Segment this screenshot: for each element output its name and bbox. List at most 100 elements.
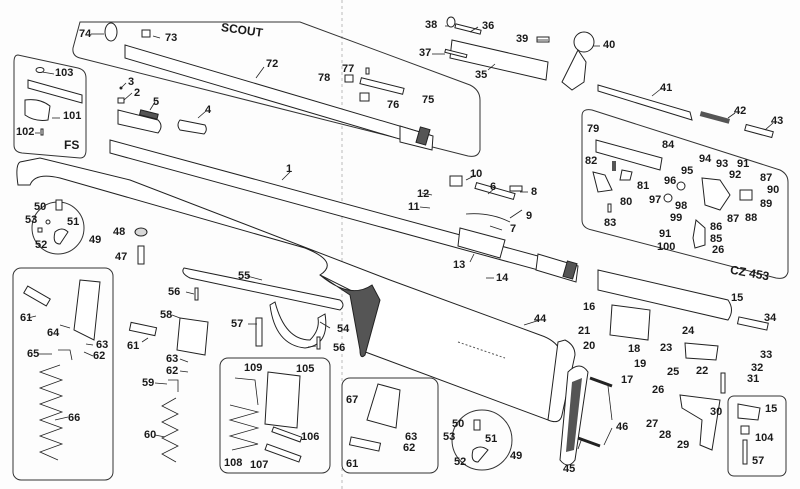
part-5-shape [117, 109, 162, 134]
part-2-shape [117, 97, 125, 104]
part-61c-shape [348, 436, 382, 452]
part-label-38: 38 [425, 19, 438, 31]
part-3-shape [119, 86, 123, 90]
part-55-plate [182, 267, 344, 311]
part-label-54: 54 [337, 323, 350, 335]
part-label-19: 19 [634, 358, 647, 370]
part-label-92: 92 [729, 169, 742, 181]
part-97-shape [663, 193, 673, 203]
part-label-61: 61 [20, 312, 33, 324]
part-label-91-lower: 91 [659, 228, 672, 240]
part-label-81: 81 [637, 180, 650, 192]
part-label-46: 46 [616, 421, 629, 433]
part-61-shape [23, 285, 51, 307]
part-58-magazine [176, 317, 209, 356]
part-label-34: 34 [764, 312, 777, 324]
part-label-47: 47 [115, 251, 128, 263]
part-83-shape [607, 203, 612, 213]
part-label-3: 3 [128, 76, 135, 88]
part-40-handle [561, 49, 587, 91]
part-label-103: 103 [55, 67, 74, 79]
part-label-98: 98 [675, 200, 688, 212]
scout-panel-frame [72, 21, 481, 157]
part-label-56-lower: 56 [333, 342, 346, 354]
part-57b-shape [742, 439, 748, 465]
part-label-87: 87 [760, 172, 773, 184]
part-label-66: 66 [68, 412, 81, 424]
part-105-magazine [264, 371, 301, 429]
part-label-39: 39 [516, 33, 529, 45]
part-label-101: 101 [63, 110, 82, 122]
part-label-31: 31 [747, 373, 760, 385]
part-34-shape [736, 316, 769, 331]
part-50b-shape [473, 419, 481, 431]
part-label-99: 99 [670, 212, 683, 224]
part-label-33: 33 [760, 349, 773, 361]
part-label-42: 42 [734, 105, 747, 117]
part-label-51: 51 [67, 216, 80, 228]
part-label-23: 23 [660, 342, 673, 354]
part-label-97: 97 [649, 194, 662, 206]
part-67-shape [366, 383, 401, 429]
part-label-88: 88 [745, 212, 758, 224]
part-label-62-mid: 62 [166, 365, 179, 377]
part-56b-shape [316, 336, 321, 350]
part-label-102: 102 [16, 126, 35, 138]
part-label-85: 85 [710, 233, 723, 245]
part-44-stock [16, 157, 561, 421]
part-label-56: 56 [168, 286, 181, 298]
part-label-15-detail: 15 [765, 403, 778, 415]
part-label-62-bottom: 62 [403, 442, 416, 454]
part-label-26-trigger: 26 [652, 384, 665, 396]
part-label-4: 4 [205, 104, 212, 116]
part-49b-detail-circle [451, 409, 513, 471]
part-label-10: 10 [470, 168, 483, 180]
part-label-36: 36 [482, 20, 495, 32]
part-65-follower [58, 349, 73, 361]
part-label-27: 27 [646, 418, 659, 430]
part-fs-rail [27, 79, 83, 104]
part-74-shape [104, 22, 118, 42]
part-41-firing-pin [597, 84, 693, 121]
part-101-shape [24, 99, 51, 121]
part-label-9: 9 [526, 210, 533, 222]
part-label-80: 80 [620, 196, 633, 208]
part-label-95: 95 [681, 165, 694, 177]
part-label-91: 91 [737, 158, 750, 170]
part-label-57-detail: 57 [752, 455, 765, 467]
part-label-26: 26 [712, 244, 725, 256]
part-43-shape [744, 123, 774, 139]
fs-panel-frame [13, 54, 87, 159]
part-51-shape [53, 228, 69, 245]
part-107-shape [264, 443, 302, 463]
detail-15-panel-frame [727, 395, 787, 477]
panel-title-fs: FS [64, 138, 80, 152]
part-36-pin [454, 23, 482, 35]
part-73-shape [141, 29, 151, 38]
part-96-shape [676, 181, 686, 191]
part-59-follower [168, 379, 179, 392]
part-106-shape [271, 426, 303, 443]
part-81-shape [619, 169, 633, 181]
part-label-79: 79 [587, 123, 600, 135]
part-label-74: 74 [79, 28, 92, 40]
part-103-shape [35, 67, 45, 73]
part-label-51-bottom: 51 [485, 433, 498, 445]
part-47-shape [137, 245, 145, 265]
part-label-21: 21 [578, 325, 591, 337]
part-82-spring [612, 161, 616, 171]
part-50-shape [55, 199, 63, 211]
part-label-96: 96 [664, 175, 677, 187]
part-54-guard [269, 301, 327, 349]
part-label-61-bottom: 61 [346, 458, 359, 470]
part-label-53: 53 [25, 214, 38, 226]
part-label-93: 93 [716, 158, 729, 170]
part-8-shape [509, 185, 523, 192]
part-label-100: 100 [657, 241, 676, 253]
part-label-82: 82 [585, 155, 598, 167]
part-label-49: 49 [89, 234, 102, 246]
part-label-16: 16 [583, 301, 596, 313]
part-label-53-bottom: 53 [443, 431, 456, 443]
